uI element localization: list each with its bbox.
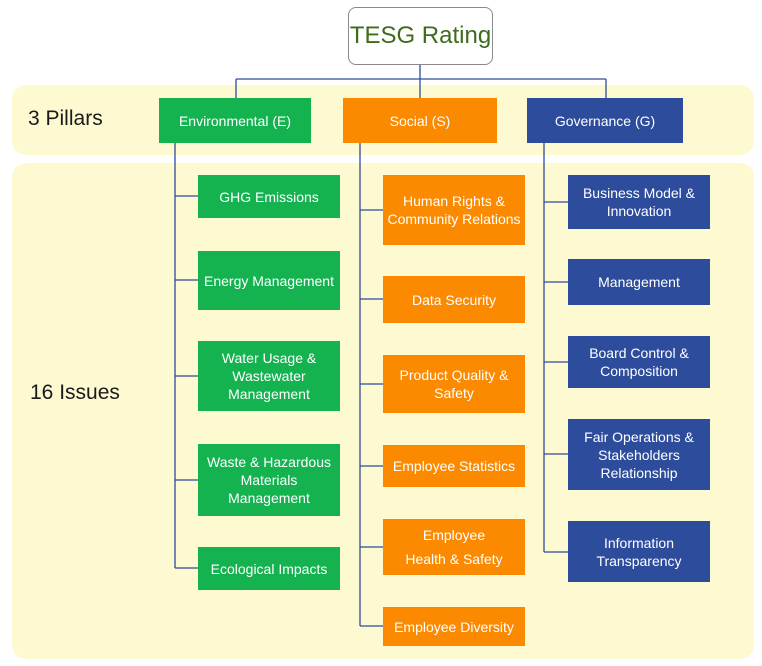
env-issue-waste-hazardous: Waste & Hazardous Materials Management [198, 444, 340, 516]
env-issue-ecological-impacts: Ecological Impacts [198, 547, 340, 590]
pillar-environmental: Environmental (E) [159, 98, 311, 143]
gov-issue-fair-operations: Fair Operations & Stakeholders Relations… [568, 419, 710, 490]
soc-issue-employee-statistics: Employee Statistics [383, 445, 525, 487]
gov-issue-information-transparency: Information Transparency [568, 521, 710, 582]
env-issue-energy-management: Energy Management [198, 251, 340, 310]
env-issue-water-usage: Water Usage & Wastewater Management [198, 341, 340, 411]
gov-issue-management: Management [568, 259, 710, 305]
gov-issue-business-model: Business Model & Innovation [568, 175, 710, 229]
soc-issue-employee-diversity: Employee Diversity [383, 607, 525, 646]
pillar-governance: Governance (G) [527, 98, 683, 143]
issues-band-label: 16 Issues [30, 381, 120, 404]
gov-issue-board-control: Board Control & Composition [568, 336, 710, 388]
soc-issue-product-quality: Product Quality & Safety [383, 355, 525, 413]
soc-issue-employee-health-safety: Employee Health & Safety [383, 519, 525, 575]
pillars-band-label: 3 Pillars [28, 107, 103, 130]
root-node: TESG Rating [348, 7, 493, 65]
soc-issue-data-security: Data Security [383, 276, 525, 323]
soc-issue-human-rights: Human Rights & Community Relations [383, 175, 525, 245]
pillar-social: Social (S) [343, 98, 497, 143]
env-issue-ghg-emissions: GHG Emissions [198, 175, 340, 218]
